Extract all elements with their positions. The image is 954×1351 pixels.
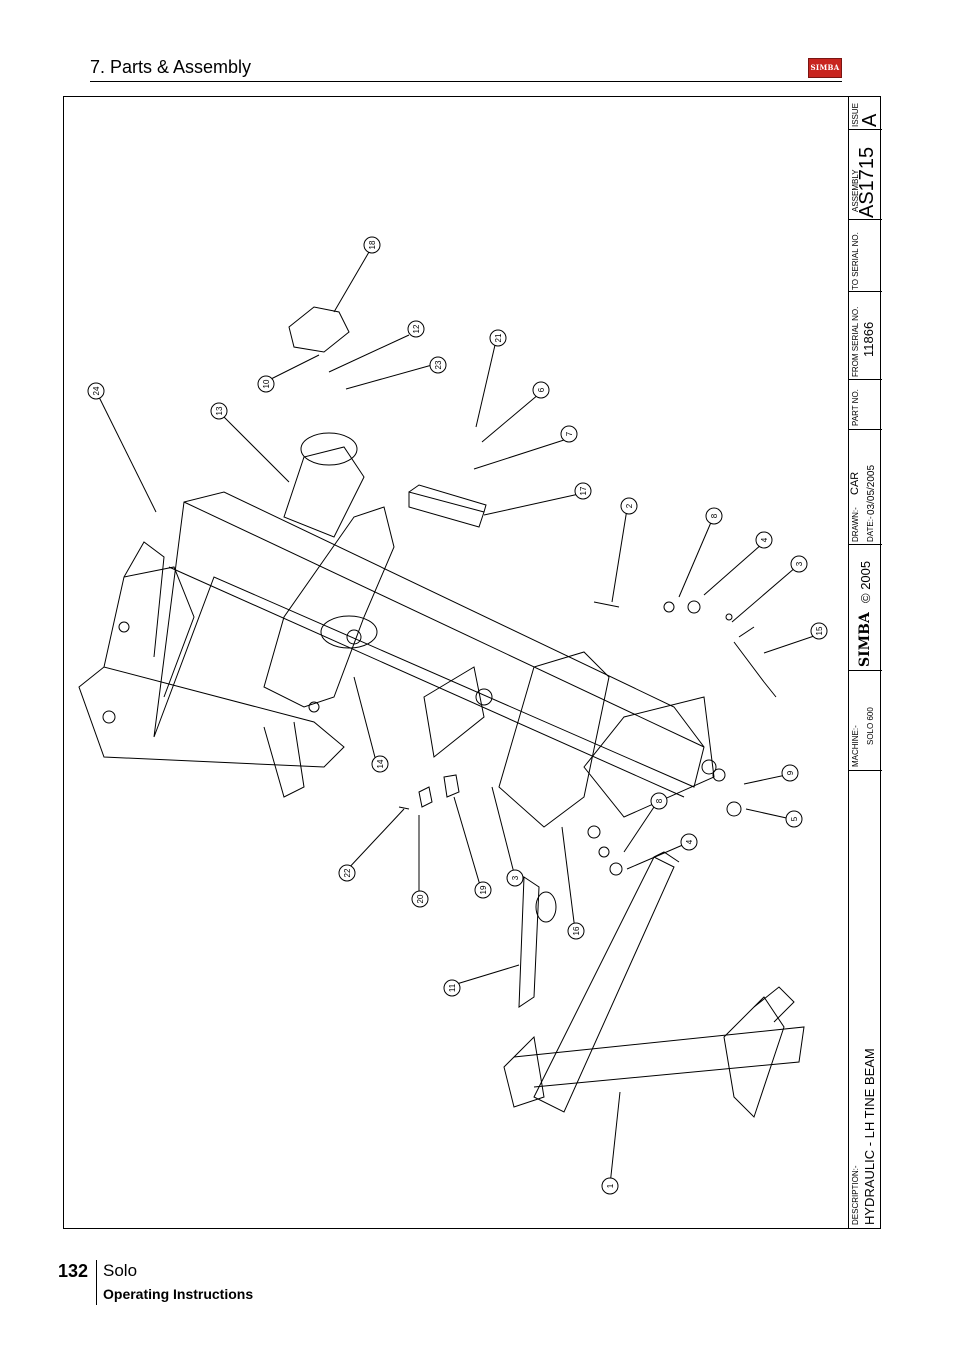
copyright-cell: © 2005 SIMBA [849,545,882,671]
callout-label: 23 [434,360,443,369]
from-serial-value: 11866 [861,321,876,357]
description-cell: DESCRIPTION:- HYDRAULIC - LH TINE BEAM [849,771,882,1228]
drawing-frame [63,96,881,1229]
callout-label: 7 [565,431,574,436]
callout-label: 3 [795,561,804,566]
callout-label: 12 [412,324,421,333]
simba-logo: SIMBA [808,58,842,78]
callout-label: 6 [537,387,546,392]
callout-label: 1 [606,1183,615,1188]
machine-value: SOLO 600 [866,707,875,745]
issue-cell: ISSUE A [849,97,882,130]
callout-label: 9 [786,770,795,775]
callout-label: 2 [625,503,634,508]
callout-label: 4 [685,839,694,844]
title-block: ISSUE A ASSEMBLY AS1715 TO SERIAL NO. FR… [848,97,882,1228]
section-title: 7. Parts & Assembly [90,57,252,77]
assembly-cell: ASSEMBLY AS1715 [849,130,882,220]
callout-label: 17 [579,486,588,495]
callout-label: 20 [416,894,425,903]
drawn-label: DRAWN:- [851,507,860,542]
callout-label: 15 [815,626,824,635]
machine-label: MACHINE:- [851,725,860,767]
to-serial-label: TO SERIAL NO. [851,232,860,290]
drawn-cell: DRAWN:- CAR DATE:- 03/05/2005 [849,430,882,545]
callout-label: 14 [376,759,385,768]
footer-divider [96,1260,97,1305]
callout-label: 13 [215,406,224,415]
to-serial-cell: TO SERIAL NO. [849,220,882,292]
exploded-parts-drawing: 24 18 12 10 23 13 21 6 7 17 2 8 4 3 15 1… [78,236,828,1195]
part-no-cell: PART NO. [849,380,882,430]
callout-label: 3 [511,875,520,880]
drawn-value: CAR [849,471,861,495]
callout-label: 18 [368,240,377,249]
manual-subtitle: Operating Instructions [103,1286,254,1302]
description-label: DESCRIPTION:- [851,1165,860,1225]
issue-value: A [859,113,881,127]
callout-label: 16 [572,926,581,935]
callout-label: 24 [92,386,101,395]
manual-title: Solo [103,1261,138,1280]
date-label: DATE:- [866,516,875,542]
callout-label: 19 [479,885,488,894]
from-serial-label: FROM SERIAL NO. [851,306,860,377]
page-number: 132 [58,1261,89,1281]
header-divider [90,81,842,82]
logo-text: SIMBA [810,63,840,72]
brand-logo: SIMBA [857,612,873,667]
machine-cell: MACHINE:- SOLO 600 [849,671,882,771]
from-serial-cell: FROM SERIAL NO. 11866 [849,292,882,380]
callout-label: 5 [790,816,799,821]
callout-label: 8 [655,798,664,803]
date-value: 03/05/2005 [866,464,877,515]
description-value: HYDRAULIC - LH TINE BEAM [862,1048,877,1225]
callout-label: 22 [343,868,352,877]
callout-label: 11 [448,983,457,992]
callout-label: 10 [262,379,271,388]
part-no-label: PART NO. [851,389,860,426]
callout-label: 4 [760,537,769,542]
assembly-number: AS1715 [856,146,878,218]
callout-label: 21 [494,333,503,342]
callout-label: 8 [710,513,719,518]
copyright-text: © 2005 [858,560,873,603]
